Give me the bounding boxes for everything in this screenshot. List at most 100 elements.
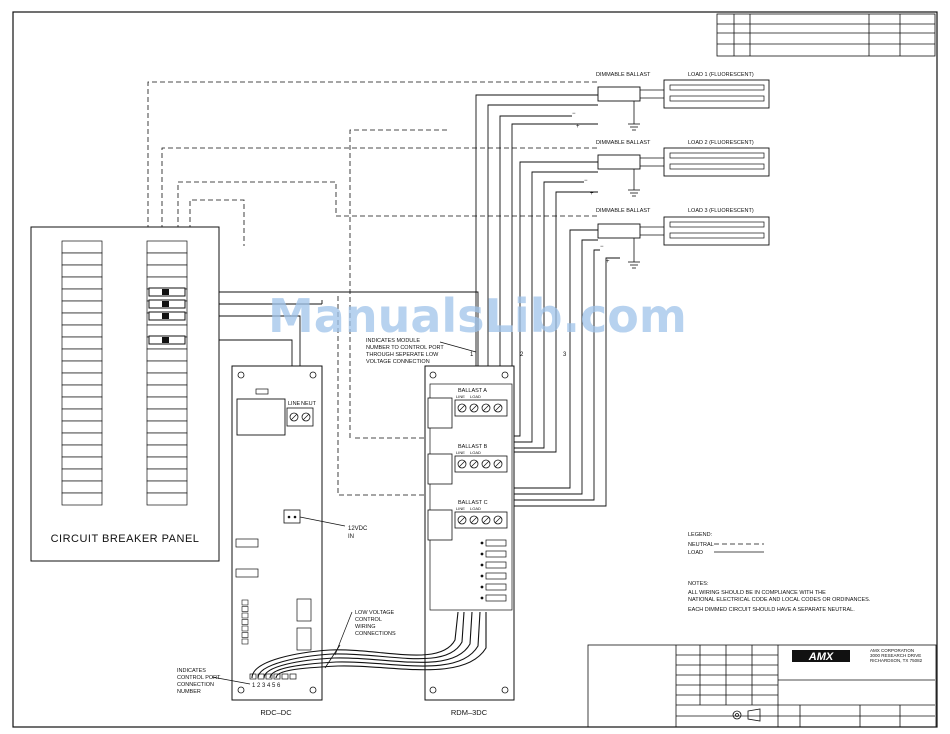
rdm-terminal-block: [454, 399, 508, 417]
rdc-port: [289, 673, 297, 680]
screw-icon: [289, 412, 299, 422]
breaker-slot: [61, 360, 103, 374]
breaker-slot: [61, 264, 103, 278]
breaker-slot: [61, 420, 103, 434]
screw-icon: [469, 459, 479, 469]
svg-text:AMX: AMX: [808, 651, 834, 663]
breaker-slot: [61, 288, 103, 302]
rdm-ballast-label: BALLAST C: [458, 500, 488, 506]
port-number-2: 2: [520, 352, 524, 358]
screw-slot: [494, 516, 502, 524]
rdm-fuse: [485, 539, 507, 547]
notes-line-3: EACH DIMMED CIRCUIT SHOULD HAVE A SEPARA…: [688, 607, 855, 613]
port-callout-1: INDICATES: [177, 668, 206, 674]
load-3-group: DIMMABLE BALLAST LOAD 3 (FLUORESCENT) − …: [596, 208, 770, 269]
breaker-slot: [61, 336, 103, 350]
rdm-line-label: LINE: [456, 506, 465, 511]
company-line-3: RICHARDSON, TX 75082: [870, 658, 923, 663]
screw-icon: [469, 515, 479, 525]
breaker-slot: [61, 396, 103, 410]
load-3-fixture: [663, 216, 770, 246]
lowv-callout-2: CONTROL: [355, 617, 382, 623]
rdm-fuse-dot: [480, 585, 484, 589]
notes-line-2: NATIONAL ELECTRICAL CODE AND LOCAL CODES…: [688, 597, 871, 603]
load-3-minus: −: [600, 244, 604, 250]
load-2-label: LOAD 2 (FLUORESCENT): [688, 140, 754, 146]
breaker-slot: [61, 432, 103, 446]
breaker-column-right: [146, 240, 188, 506]
breaker-slot: [61, 348, 103, 362]
ballast-3-label: DIMMABLE BALLAST: [596, 208, 651, 214]
screw-slot: [458, 516, 466, 524]
breaker-slot: [61, 252, 103, 266]
screw-slot: [494, 404, 502, 412]
rdm-relay: [427, 453, 453, 485]
screw-icon: [493, 515, 503, 525]
screw-slot: [482, 460, 490, 468]
breaker-slot: [146, 408, 188, 422]
load-1-tube-b: [669, 95, 765, 102]
breaker-slot: [61, 444, 103, 458]
rdm-fuse: [485, 594, 507, 602]
rdm-terminal-block: [454, 455, 508, 473]
breaker-slot: [146, 264, 188, 278]
rdc-transformer: [236, 398, 286, 436]
rdm-relay: [427, 509, 453, 541]
screw-slot: [458, 460, 466, 468]
rdm-relay: [427, 397, 453, 429]
breaker-slot: [61, 324, 103, 338]
port-callout-3: CONNECTION: [177, 682, 214, 688]
rdc-led: [241, 619, 249, 625]
breaker-slot: [146, 276, 188, 290]
breaker-toggle: [162, 337, 169, 343]
screw-slot: [482, 516, 490, 524]
breaker-slot: [61, 492, 103, 506]
legend-title: LEGEND:: [688, 532, 713, 538]
screw-slot: [470, 460, 478, 468]
rdc-led: [241, 632, 249, 638]
load-3-tube-a: [669, 221, 765, 228]
breaker-slot: [146, 456, 188, 470]
load-2-fixture: [663, 147, 770, 177]
rdm-name: RDM–3DC: [451, 708, 488, 717]
breaker-slot: [61, 456, 103, 470]
screw-slot: [482, 404, 490, 412]
rdm-load-label: LOAD: [470, 506, 481, 511]
low-voltage-cable: [251, 611, 487, 679]
dip-switch-1: [235, 538, 259, 548]
rdc-led: [241, 599, 249, 606]
breaker-slot: [61, 384, 103, 398]
breaker-slot: [146, 252, 188, 266]
rdc-led: [241, 625, 249, 632]
breaker-slot: [146, 372, 188, 386]
load-2-plus: +: [590, 191, 594, 197]
module-callout-1: INDICATES MODULE: [366, 338, 420, 344]
load-2-tube-a: [669, 152, 765, 159]
rdm-fuse-dot: [480, 541, 484, 545]
breaker-toggle: [162, 313, 169, 319]
rdc-power-terminal: [286, 407, 314, 427]
load-2-group: DIMMABLE BALLAST LOAD 2 (FLUORESCENT) − …: [584, 140, 770, 197]
amx-logo: AMX: [792, 650, 850, 663]
rdc-port-row: [249, 673, 297, 680]
rdm-line-label: LINE: [456, 394, 465, 399]
rdm-fuse: [485, 561, 507, 569]
rdc-12vdc-jack: [283, 509, 301, 524]
rdc-12vdc-label: 12VDC: [348, 526, 368, 532]
screw-slot: [458, 404, 466, 412]
rdm-line-label: LINE: [456, 450, 465, 455]
breaker-toggle: [162, 289, 169, 295]
breaker-slot: [146, 420, 188, 434]
rdc-led: [241, 638, 249, 645]
screw-icon: [481, 515, 491, 525]
revision-block: [716, 13, 936, 57]
projection-symbol-icon: [747, 708, 761, 722]
rdc-port: [273, 673, 281, 680]
drawing-border: [12, 11, 938, 728]
breaker-slot: [146, 396, 188, 410]
notes-title: NOTES:: [688, 581, 709, 587]
screw-icon: [481, 459, 491, 469]
screw-slot: [494, 460, 502, 468]
rdc-neut-label: NEUT: [301, 401, 317, 407]
